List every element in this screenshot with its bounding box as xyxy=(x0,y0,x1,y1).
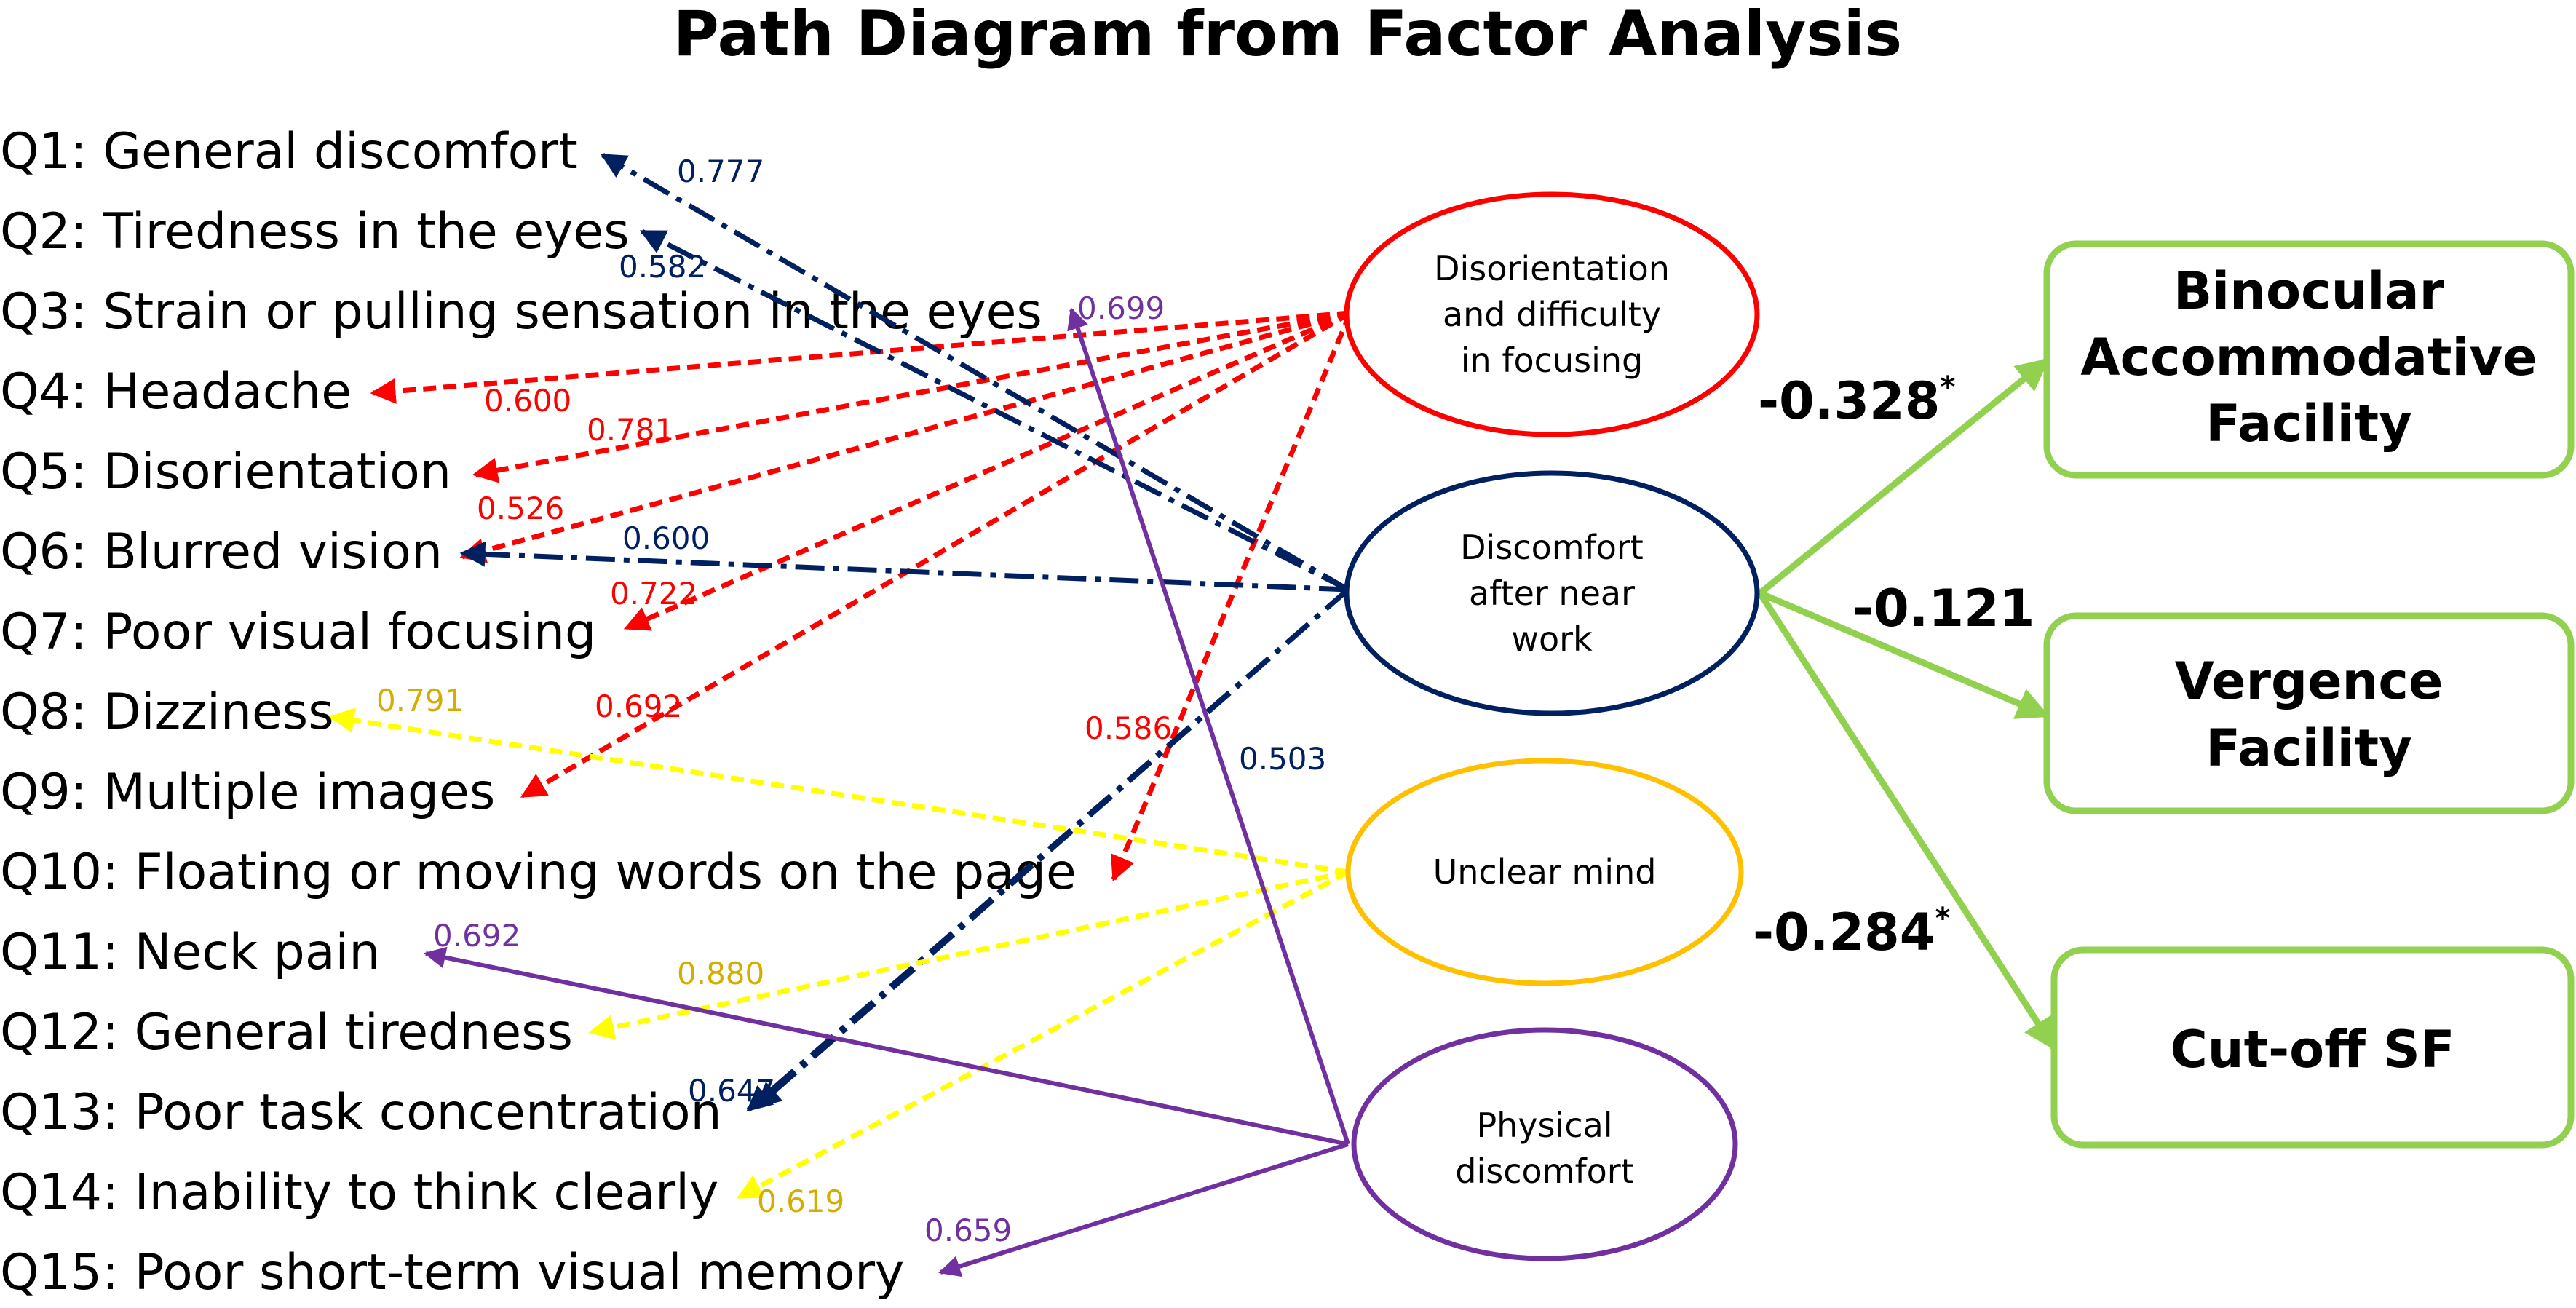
question-label-q12: Q12: General tiredness xyxy=(0,1004,573,1061)
loading-f1-q9: 0.692 xyxy=(595,689,682,724)
question-label-q8: Q8: Dizziness xyxy=(0,683,334,741)
arrow-to-o1 xyxy=(1758,357,2050,596)
arrow-f3-q8 xyxy=(328,707,1349,875)
question-label-q6: Q6: Blurred vision xyxy=(0,523,443,581)
coef-o1-value: -0.328 xyxy=(1758,371,1940,431)
outcome-o2-line2: Facility xyxy=(2206,718,2412,778)
arrow-f4-q15 xyxy=(938,1142,1349,1277)
coef-to-o2: -0.121 xyxy=(1852,579,2034,638)
arrow-f4-q3 xyxy=(1067,307,1350,1145)
loading-f2-q13: 0.647 xyxy=(688,1073,775,1109)
loading-f4-q3: 0.699 xyxy=(1077,290,1165,326)
factor-physical-discomfort: Physical discomfort xyxy=(1351,1027,1738,1261)
arrow-f1-q4 xyxy=(370,310,1351,404)
question-label-q5: Q5: Disorientation xyxy=(0,443,451,501)
factor-f1-line2: and difficulty xyxy=(1443,295,1661,334)
arrow-f2-q1 xyxy=(600,152,1350,592)
diagram-title: Path Diagram from Factor Analysis xyxy=(673,0,1902,71)
coef-o1-star: * xyxy=(1940,370,1955,404)
factor3-arrows xyxy=(328,707,1350,1200)
factor-f4-line1: Physical xyxy=(1476,1106,1612,1145)
loading-f4-q11: 0.692 xyxy=(433,918,520,954)
question-label-q3: Q3: Strain or pulling sensation in the e… xyxy=(0,283,1042,341)
loading-f1-q4: 0.600 xyxy=(484,383,571,419)
question-label-q14: Q14: Inability to think clearly xyxy=(0,1164,718,1221)
factor-nodes: Disorientation and difficulty in focusin… xyxy=(1344,191,1760,1261)
factor-f2-line3: work xyxy=(1511,619,1593,659)
arrow-f3-q14 xyxy=(736,869,1350,1200)
outcome-nodes: Binocular Accommodative Facility Vergenc… xyxy=(2043,240,2575,1149)
outcome-o1-line2: Accommodative xyxy=(2080,328,2537,387)
coef-o3-value: -0.284 xyxy=(1753,903,1935,962)
coef-to-o3: -0.284* xyxy=(1753,902,1950,962)
arrow-f2-q2 xyxy=(639,229,1350,592)
outcome-o2-line1: Vergence xyxy=(2175,651,2444,711)
arrow-f2-q13b xyxy=(755,587,1350,1109)
loading-f1-q5: 0.781 xyxy=(587,412,674,448)
question-label-q4: Q4: Headache xyxy=(0,363,352,421)
loading-f3-q14: 0.619 xyxy=(757,1184,844,1219)
factor-f4-line2: discomfort xyxy=(1455,1152,1633,1191)
question-label-q2: Q2: Tiredness in the eyes xyxy=(0,203,630,261)
loading-f4-q15: 0.659 xyxy=(924,1213,1012,1248)
question-labels: Q1: General discomfort Q2: Tiredness in … xyxy=(0,123,1077,1301)
outcome-o3-line1: Cut-off SF xyxy=(2170,1020,2454,1079)
arrow-to-o3 xyxy=(1757,591,2057,1051)
arrow-f1-q5 xyxy=(472,310,1351,483)
factor2-arrows xyxy=(459,152,1350,1112)
factor1-arrows xyxy=(370,310,1353,882)
loading-f2-q13-upper: 0.503 xyxy=(1239,741,1326,777)
outcome-vergence-facility: Vergence Facility xyxy=(2043,612,2575,814)
loading-labels: 0.777 0.582 0.699 0.600 0.781 0.526 0.60… xyxy=(376,154,1326,1248)
factor-f2-line2: after near xyxy=(1469,574,1635,613)
factor-f2-line1: Discomfort xyxy=(1460,528,1644,567)
arrow-to-o2 xyxy=(1759,590,2050,719)
arrow-f1-q9 xyxy=(520,310,1352,799)
loading-f3-q12: 0.880 xyxy=(677,956,764,991)
loading-f2-q1: 0.777 xyxy=(677,154,764,189)
coef-o3-star: * xyxy=(1935,902,1950,935)
question-label-q15: Q15: Poor short-term visual memory xyxy=(0,1244,904,1301)
outcome-o1-line1: Binocular xyxy=(2173,261,2445,321)
arrow-f1-q6 xyxy=(459,310,1351,563)
arrow-f2-q6 xyxy=(459,541,1349,592)
loading-f2-q2: 0.582 xyxy=(619,249,706,285)
question-label-q1: Q1: General discomfort xyxy=(0,123,578,181)
loading-f2-q6: 0.600 xyxy=(622,520,710,556)
factor-disorientation: Disorientation and difficulty in focusin… xyxy=(1344,191,1760,437)
factor-discomfort-near-work: Discomfort after near work xyxy=(1344,470,1760,716)
question-label-q11: Q11: Neck pain xyxy=(0,924,380,981)
factor-f1-line3: in focusing xyxy=(1461,341,1643,380)
outcome-arrows xyxy=(1757,357,2057,1051)
outcome-o1-line3: Facility xyxy=(2206,394,2412,453)
question-label-q9: Q9: Multiple images xyxy=(0,764,495,821)
loading-f3-q8: 0.791 xyxy=(376,683,464,718)
outcome-binocular-accommodative-facility: Binocular Accommodative Facility xyxy=(2043,240,2575,479)
arrow-f1-q10 xyxy=(1110,312,1353,882)
outcome-cutoff-sf: Cut-off SF xyxy=(2050,946,2575,1149)
factor-f3-line1: Unclear mind xyxy=(1433,852,1657,892)
arrow-f4-q11 xyxy=(424,946,1349,1146)
question-label-q13: Q13: Poor task concentration xyxy=(0,1084,722,1141)
factor-f1-line1: Disorientation xyxy=(1434,249,1670,288)
arrow-f1-q7 xyxy=(623,310,1352,631)
coef-to-o1: -0.328* xyxy=(1758,370,1955,431)
loading-f1-q6: 0.526 xyxy=(477,491,564,526)
factor4-arrows xyxy=(424,307,1350,1277)
factor-unclear-mind: Unclear mind xyxy=(1345,758,1744,986)
question-label-q7: Q7: Poor visual focusing xyxy=(0,603,596,661)
path-coefficients: -0.328* -0.121 -0.284* xyxy=(1753,370,2034,962)
loading-f1-q7: 0.722 xyxy=(610,576,697,611)
coef-o2-value: -0.121 xyxy=(1852,579,2034,638)
arrow-f3-q12 xyxy=(588,869,1349,1040)
question-label-q10: Q10: Floating or moving words on the pag… xyxy=(0,844,1077,901)
loading-f1-q10: 0.586 xyxy=(1085,710,1172,746)
